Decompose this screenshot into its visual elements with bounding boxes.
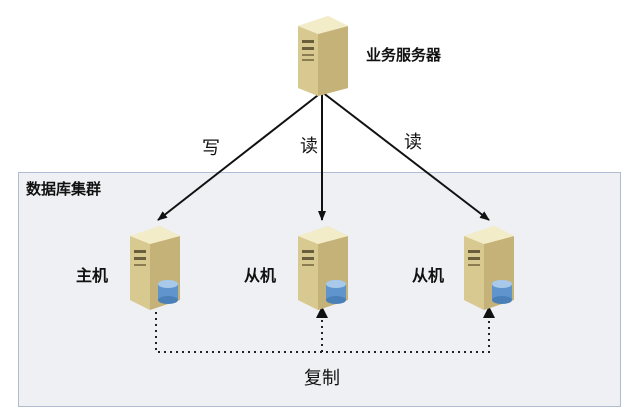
replication-line <box>155 312 490 353</box>
business-server-label: 业务服务器 <box>366 46 442 64</box>
read-arrow-2 <box>321 91 490 221</box>
cluster-label: 数据库集群 <box>26 180 102 198</box>
slave-2-label: 从机 <box>412 266 445 285</box>
write-label: 写 <box>202 138 220 159</box>
business-server-icon <box>298 16 348 96</box>
slave-1-label: 从机 <box>244 266 277 285</box>
slave-2-server-icon <box>464 226 514 310</box>
read-label-2: 读 <box>404 132 422 153</box>
slave-1-server-icon <box>298 226 348 310</box>
master-label: 主机 <box>76 266 109 285</box>
master-server-icon <box>130 226 180 310</box>
read-label-1: 读 <box>300 136 318 157</box>
write-arrow <box>157 91 323 221</box>
replicate-label: 复制 <box>304 368 340 389</box>
